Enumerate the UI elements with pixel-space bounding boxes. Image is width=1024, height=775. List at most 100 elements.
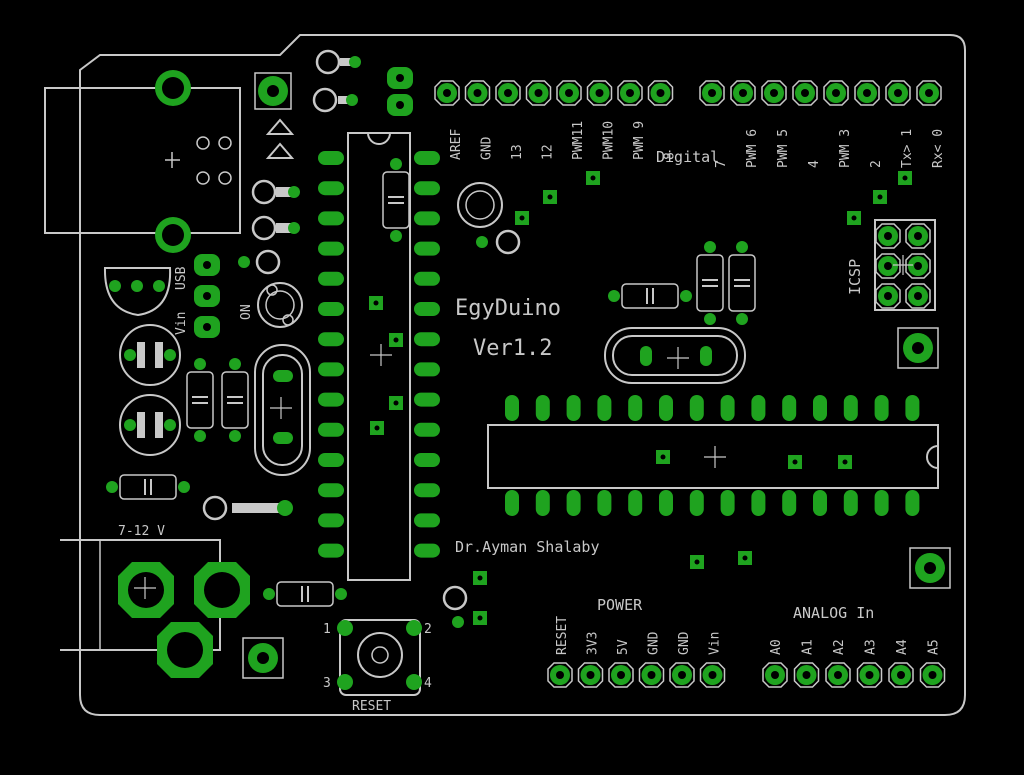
usb-chip-pin-left [318,453,344,467]
voltage-regulator-outline [103,267,172,317]
usb-chip-pin-left [318,513,344,528]
power-header-pin [699,662,726,688]
pin-label: 5V [616,639,631,655]
mcu-chip-pin-bottom [813,490,827,516]
crystal-left-pad-2 [273,432,293,444]
reset-pin-number: 4 [424,676,432,691]
icsp-pin [875,223,901,249]
on-led-label: ON [239,304,254,320]
misc-pads [194,49,521,628]
usb-chip-pin-left [318,181,344,196]
usb-chip-pin-right [414,181,440,196]
pin-label: 3V3 [586,632,601,655]
led-pwr-inner [465,190,495,220]
small-capacitor [382,158,410,242]
through-hole-pad [312,87,338,113]
electrolytic-cap-2 [119,394,181,456]
digital-header-pin [464,80,491,106]
reset-pin-number: 3 [323,676,331,691]
small-pad [452,616,464,628]
led-indicator-mark [265,142,295,159]
mcu-chip-pin-top [689,395,704,421]
usb-pin [218,171,232,185]
reset-button-center [371,646,389,664]
reset-pin-number: 2 [424,622,432,637]
crystal-right-pad-1 [640,346,652,366]
usb-chip-pin-left [318,302,344,316]
pin-label: Vin [708,632,723,655]
digital-header-pin [885,80,911,106]
pin-label: 12 [541,144,556,160]
pin-label: A0 [769,639,784,655]
jumper-link [340,58,352,66]
pin-label: A1 [801,639,816,655]
board-version: Ver1.2 [473,336,552,361]
regulator-pin-3 [153,280,165,292]
jumper-link [276,187,296,197]
crystal-right-pad-2 [700,346,712,366]
mcu-chip-pins [505,395,920,516]
analog-header-pin [919,662,946,688]
usb-chip-pin-left [318,422,344,437]
usb-chip-pin-right [414,543,440,558]
digital-header-pin [761,80,787,106]
board-author: Dr.Ayman Shalaby [455,538,600,556]
mount-hole-3 [909,547,951,589]
through-hole-pad [495,229,521,255]
analog-header-pin [825,662,851,688]
pin-label: 4 [807,160,822,168]
mcu-chip-pin-bottom [689,490,704,516]
icsp-pin [875,253,901,279]
digital-header-pin [823,80,849,106]
mcu-chip-pin-top [597,395,612,421]
pin-label: Tx> 1 [900,129,915,168]
icsp-label: ICSP [846,259,864,295]
jack-pad [194,562,250,618]
usb-controller-chip-outline [347,132,411,581]
supply-voltage-label: 7-12 V [118,524,165,539]
led-pwr-outline [457,182,503,228]
analog-label: ANALOG In [793,604,874,622]
usb-chip-pin-left [318,483,344,498]
digital-header-pin [730,80,756,106]
reset-button-label: RESET [352,699,391,714]
usb-chip-pin-left [318,332,344,347]
usb-chip-pin-right [414,362,440,377]
led-indicator-mark [265,118,295,135]
through-hole-pad [442,585,468,611]
mcu-chip-pin-bottom [905,490,920,516]
pin-label: 2 [869,160,884,168]
usb-connector-outline [44,87,241,234]
mcu-chip-pin-bottom [535,490,550,516]
mcu-chip-pin-bottom [751,490,766,516]
digital-header-pin [699,80,725,106]
usb-chip-pin-left [318,271,344,286]
icsp-pin [905,223,931,249]
crystal-right-outline [604,327,746,384]
pin-label: AREF [449,129,464,160]
mcu-chip-pin-bottom [628,490,643,516]
small-capacitors [106,158,756,607]
power-header-pin [577,662,604,688]
led-on-outline [257,282,303,328]
resistor-link [232,503,282,513]
led-on-inner [265,290,295,320]
jack-pad [118,562,174,618]
pin-label: Rx< 0 [931,129,946,168]
small-pad [476,236,488,248]
pin-label: GND [647,631,662,655]
resistor-pad [277,500,293,516]
reset-button-outline [339,619,421,696]
digital-header-pin [586,80,613,106]
icsp-pin [905,253,931,279]
top-left-header [434,80,674,106]
crystal-left-outline [254,344,311,476]
through-hole-pad [255,249,281,275]
usb-pin [196,171,210,185]
reset-pad [337,674,353,690]
pin-label: GND [677,631,692,655]
power-jack-pads [118,562,250,678]
usb-chip-pin-right [414,211,440,226]
pin-label: 7 [714,160,729,168]
